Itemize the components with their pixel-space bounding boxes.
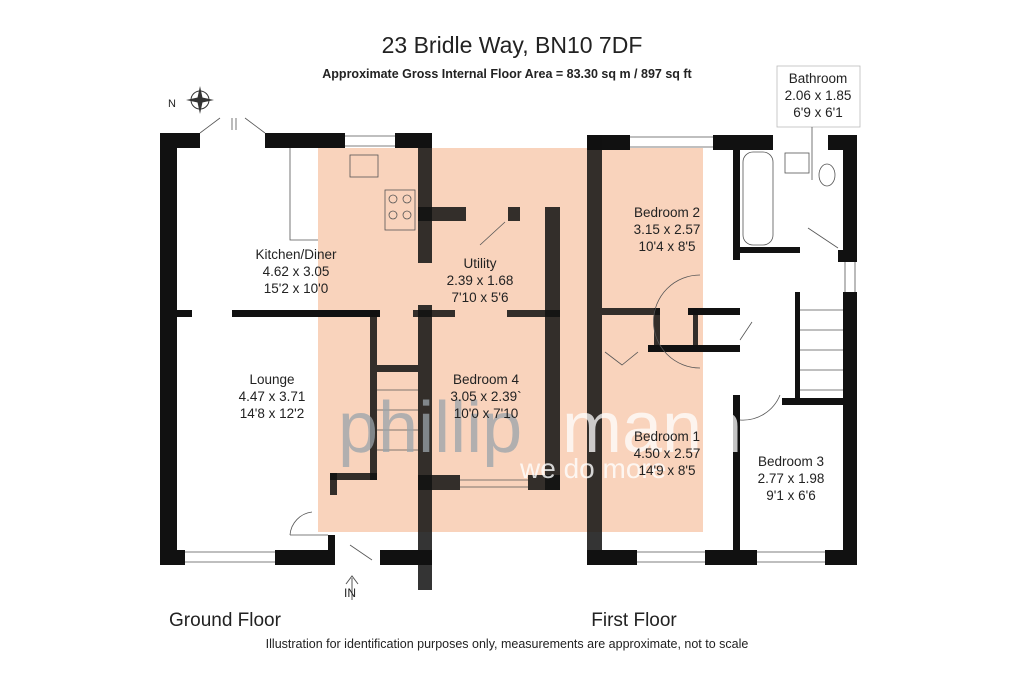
room-labels: Kitchen/Diner 4.62 x 3.05 15'2 x 10'0 Ut… bbox=[239, 71, 852, 503]
lounge-metric: 4.47 x 3.71 bbox=[239, 389, 306, 404]
kitchen-metric: 4.62 x 3.05 bbox=[263, 264, 330, 279]
floor-area: Approximate Gross Internal Floor Area = … bbox=[322, 67, 692, 81]
first-floor-fixtures bbox=[604, 65, 861, 563]
bedroom4-metric: 3.05 x 2.39` bbox=[450, 389, 521, 404]
entrance-arrow-icon bbox=[345, 575, 359, 600]
compass-north-label: N bbox=[168, 98, 176, 110]
compass-icon bbox=[186, 86, 214, 114]
lounge-imperial: 14'8 x 12'2 bbox=[240, 406, 304, 421]
kitchen-imperial: 15'2 x 10'0 bbox=[264, 281, 328, 296]
utility-metric: 2.39 x 1.68 bbox=[447, 273, 514, 288]
bedroom3-imperial: 9'1 x 6'6 bbox=[766, 488, 815, 503]
bedroom4-imperial: 10'0 x 7'10 bbox=[454, 406, 518, 421]
utility-name: Utility bbox=[464, 256, 497, 271]
disclaimer: Illustration for identification purposes… bbox=[266, 637, 749, 651]
bedroom4-name: Bedroom 4 bbox=[453, 372, 520, 387]
watermark-tagline: we do more bbox=[519, 453, 666, 484]
bathroom-name: Bathroom bbox=[789, 71, 848, 86]
bedroom1-metric: 4.50 x 2.57 bbox=[634, 446, 701, 461]
bedroom2-name: Bedroom 2 bbox=[634, 205, 700, 220]
bedroom3-name: Bedroom 3 bbox=[758, 454, 824, 469]
ground-floor-label: Ground Floor bbox=[169, 610, 282, 631]
watermark-brand-a: phillip bbox=[338, 388, 522, 468]
lounge-name: Lounge bbox=[249, 372, 294, 387]
bedroom1-imperial: 14'9 x 8'5 bbox=[639, 463, 696, 478]
bedroom3-metric: 2.77 x 1.98 bbox=[758, 471, 825, 486]
watermark-brand-b: mann bbox=[562, 388, 742, 468]
bathroom-metric: 2.06 x 1.85 bbox=[785, 88, 852, 103]
ground-floor-fixtures bbox=[185, 117, 528, 563]
bedroom1-name: Bedroom 1 bbox=[634, 429, 700, 444]
ground-floor-walls bbox=[160, 133, 560, 590]
entrance-label: IN bbox=[344, 586, 356, 600]
bathroom-imperial: 6'9 x 6'1 bbox=[793, 105, 842, 120]
kitchen-name: Kitchen/Diner bbox=[255, 247, 337, 262]
bedroom2-metric: 3.15 x 2.57 bbox=[634, 222, 701, 237]
first-floor-label: First Floor bbox=[591, 610, 677, 631]
first-floor-walls bbox=[587, 135, 857, 565]
utility-imperial: 7'10 x 5'6 bbox=[452, 290, 509, 305]
bedroom2-imperial: 10'4 x 8'5 bbox=[639, 239, 696, 254]
page-title: 23 Bridle Way, BN10 7DF bbox=[382, 32, 643, 58]
